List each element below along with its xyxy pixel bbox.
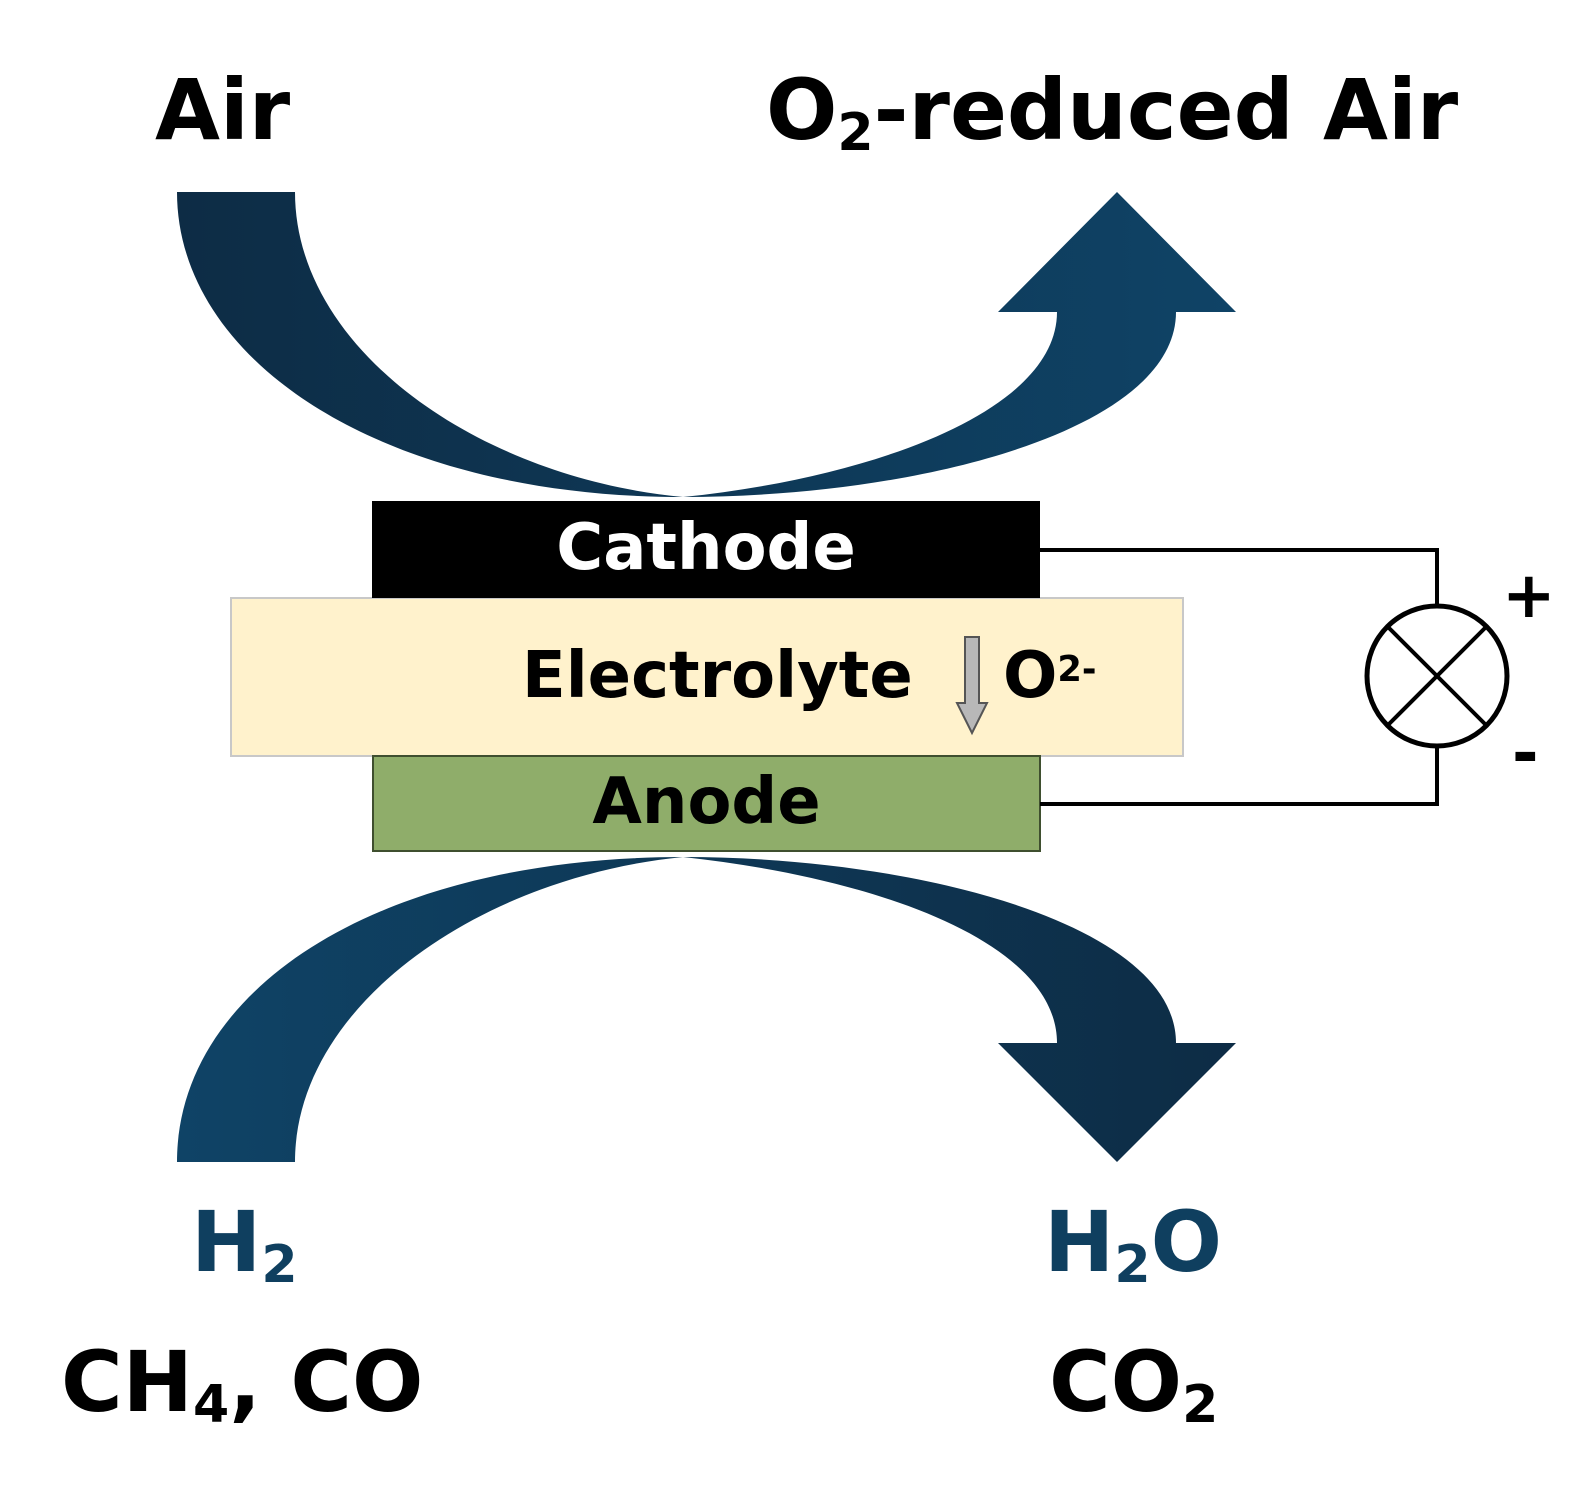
oxide-ion-label: O2- [1003, 639, 1097, 713]
electrolyte-label: Electrolyte [522, 639, 913, 713]
positive-terminal-label: + [1502, 559, 1556, 633]
negative-terminal-label: - [1512, 717, 1539, 791]
product-co2-label: CO2 [1049, 1333, 1219, 1436]
reduced-air-outlet-label: O2-reduced Air [766, 61, 1459, 164]
air-flow-arrow [177, 192, 1236, 497]
fuel-ch4-co-label: CH4, CO [61, 1333, 424, 1436]
circuit-wire-negative [1040, 746, 1439, 806]
anode-layer [372, 755, 1041, 852]
lamp-x-circle-icon [1364, 603, 1510, 749]
fuel-flow-arrow [177, 857, 1236, 1162]
air-inlet-label: Air [155, 61, 291, 159]
product-h2o-label: H2O [1044, 1193, 1222, 1296]
cathode-label: Cathode [556, 511, 856, 585]
circuit-wire-positive [1040, 548, 1439, 605]
cathode-layer [372, 501, 1040, 598]
down-arrow-icon [955, 636, 989, 736]
anode-label: Anode [592, 765, 821, 839]
fuel-h2-label: H2 [191, 1193, 298, 1296]
